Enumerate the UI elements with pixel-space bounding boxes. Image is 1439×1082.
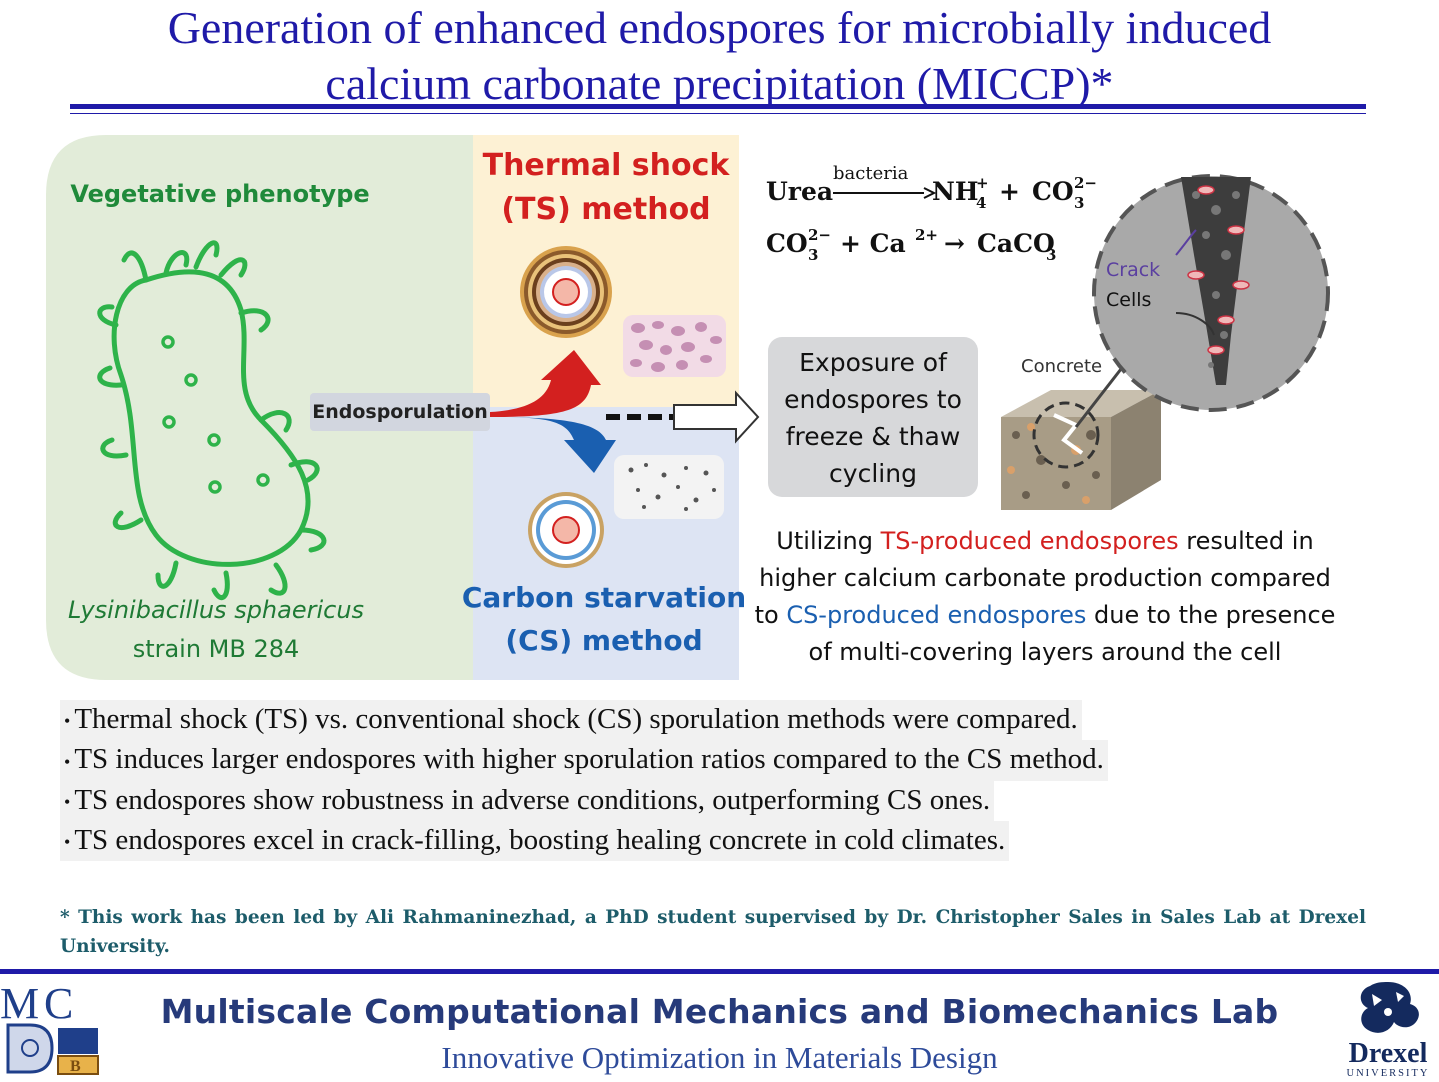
list-item: •TS induces larger endospores with highe… [60,740,1108,781]
result-ts-highlight: TS-produced endospores [880,527,1179,555]
eq1-plus: + [999,177,1020,206]
drexel-wordmark: Drexel [1348,1038,1428,1069]
eq2-arrow: → [944,229,965,258]
endosporulation-tag [310,393,490,431]
title-underline [70,104,1366,109]
list-item: •Thermal shock (TS) vs. conventional sho… [60,700,1082,741]
concrete-label: Concrete [1021,356,1102,377]
crack-pointer [1175,229,1197,256]
concrete-block-icon [1001,390,1161,510]
bullet-icon: • [64,711,71,732]
mcmb-logo-gear [21,1039,39,1057]
footnote: * This work has been led by Ali Rahmanin… [60,907,1366,957]
crack-label: Crack [1106,259,1160,281]
lab-tagline: Innovative Optimization in Materials Des… [441,1040,998,1075]
vegetative-label: Vegetative phenotype [70,180,369,208]
graphical-abstract-svg: Vegetative phenotype Lysinibacillus spha… [46,135,1336,680]
cells-label: Cells [1106,289,1151,311]
ts-arrow [490,350,601,417]
equation-calcite: CO 2− 3 + Ca 2+ → CaCO 3 [766,226,1056,264]
list-item: •TS endospores excel in crack-filling, b… [60,821,1010,862]
ts-spore-icon [520,246,612,338]
dragon-icon [1360,982,1419,1033]
eq2-co: CO [766,229,808,258]
species-strain: strain MB 284 [133,635,300,663]
mcmb-logo-d-shape [6,1023,54,1074]
eq1-co-sup: 2− [1074,174,1097,192]
cs-title-line-2: (CS) method [505,624,702,657]
lab-name: Multiscale Computational Mechanics and B… [160,992,1279,1031]
bullet-text: TS induces larger endospores with higher… [74,743,1104,776]
bullet-icon: • [64,792,71,813]
eq1-nh: NH [932,177,978,206]
eq1-co-sub: 3 [1074,194,1084,212]
mcmb-logo-block [58,1028,98,1054]
result-line-2: higher calcium carbonate production comp… [759,564,1331,592]
vegetative-panel [46,135,473,680]
zoom-arrow [1074,359,1130,428]
title-underline-thin [70,113,1366,114]
eq1-co: CO [1032,177,1074,206]
result-line-1-c: resulted in [1179,527,1314,555]
endosporulation-label: Endosporulation [312,401,488,423]
eq1-nh-sup: + [976,174,989,192]
ts-title-line-1: Thermal shock [483,148,731,183]
drexel-university-label: UNIVERSITY [1346,1068,1430,1079]
eq1-bacteria: bacteria [833,163,909,184]
findings-list: •Thermal shock (TS) vs. conventional sho… [60,700,1108,862]
mcmb-logo-b-block [57,1055,99,1075]
exposure-line-2: endospores to [784,385,962,414]
exposure-line-4: cycling [829,459,917,488]
bacterium-icon [97,240,327,601]
drexel-logo: Drexel UNIVERSITY [1338,978,1438,1079]
list-item: •TS endospores show robustness in advers… [60,780,995,822]
outline-arrow [673,390,760,444]
bullet-icon: • [64,832,71,853]
title-line-1: Generation of enhanced endospores for mi… [167,2,1272,53]
eq2-co-sub: 3 [808,246,818,264]
ts-micrograph [623,315,726,377]
result-line-3-c: due to the presence [1086,601,1335,629]
cs-arrow [490,417,616,473]
bullet-text: TS endospores show robustness in adverse… [74,783,991,816]
mcmb-logo-m: M [0,980,39,1028]
species-name: Lysinibacillus sphaericus [68,596,364,624]
eq2-product-sub: 3 [1046,246,1056,264]
mcmb-logo-c: C [44,980,73,1028]
eq2-ca: + Ca [840,229,906,258]
result-line-1-a: Utilizing [776,527,880,555]
mcmb-logo: M C B [0,979,104,1082]
bullet-text: TS endospores excel in crack-filling, bo… [74,824,1006,857]
eq1-urea: Urea [766,177,833,206]
eq2-ca-sup: 2+ [915,226,938,244]
cs-micrograph [614,455,724,519]
ts-title-line-2: (TS) method [501,192,710,227]
bullet-text: Thermal shock (TS) vs. conventional shoc… [74,703,1078,735]
mcmb-logo-svg: M C B [0,979,99,1075]
footer-rule [0,969,1439,974]
bullet-icon: • [64,751,71,772]
result-line-1: Utilizing TS-produced endospores resulte… [776,527,1313,555]
result-line-3-a: to [755,601,787,629]
exposure-box [768,337,978,497]
equation-urea: Urea bacteria NH + 4 + CO 2− 3 [766,163,1097,212]
cs-title-line-1: Carbon starvation [462,581,746,614]
result-cs-highlight: CS-produced endospores [786,601,1086,629]
mcmb-logo-b: B [70,1058,81,1075]
exposure-line-3: freeze & thaw [786,422,961,451]
crack-zoom-circle [1092,174,1330,412]
exposure-line-1: Exposure of [799,348,948,377]
cs-spore-icon [528,492,604,568]
graphical-abstract: Vegetative phenotype Lysinibacillus spha… [46,135,1356,680]
eq1-nh-sub: 4 [976,194,986,212]
poster-title: Generation of enhanced endospores for mi… [0,0,1439,112]
eq1-arrow-head [923,187,937,199]
eq2-co-sup: 2− [808,226,831,244]
cells-pointer [1175,312,1215,336]
result-line-4: of multi-covering layers around the cell [809,638,1282,666]
result-line-3: to CS-produced endospores due to the pre… [755,601,1336,629]
title-line-2: calcium carbonate precipitation (MICCP)* [325,58,1114,109]
eq2-product: CaCO [977,229,1055,258]
